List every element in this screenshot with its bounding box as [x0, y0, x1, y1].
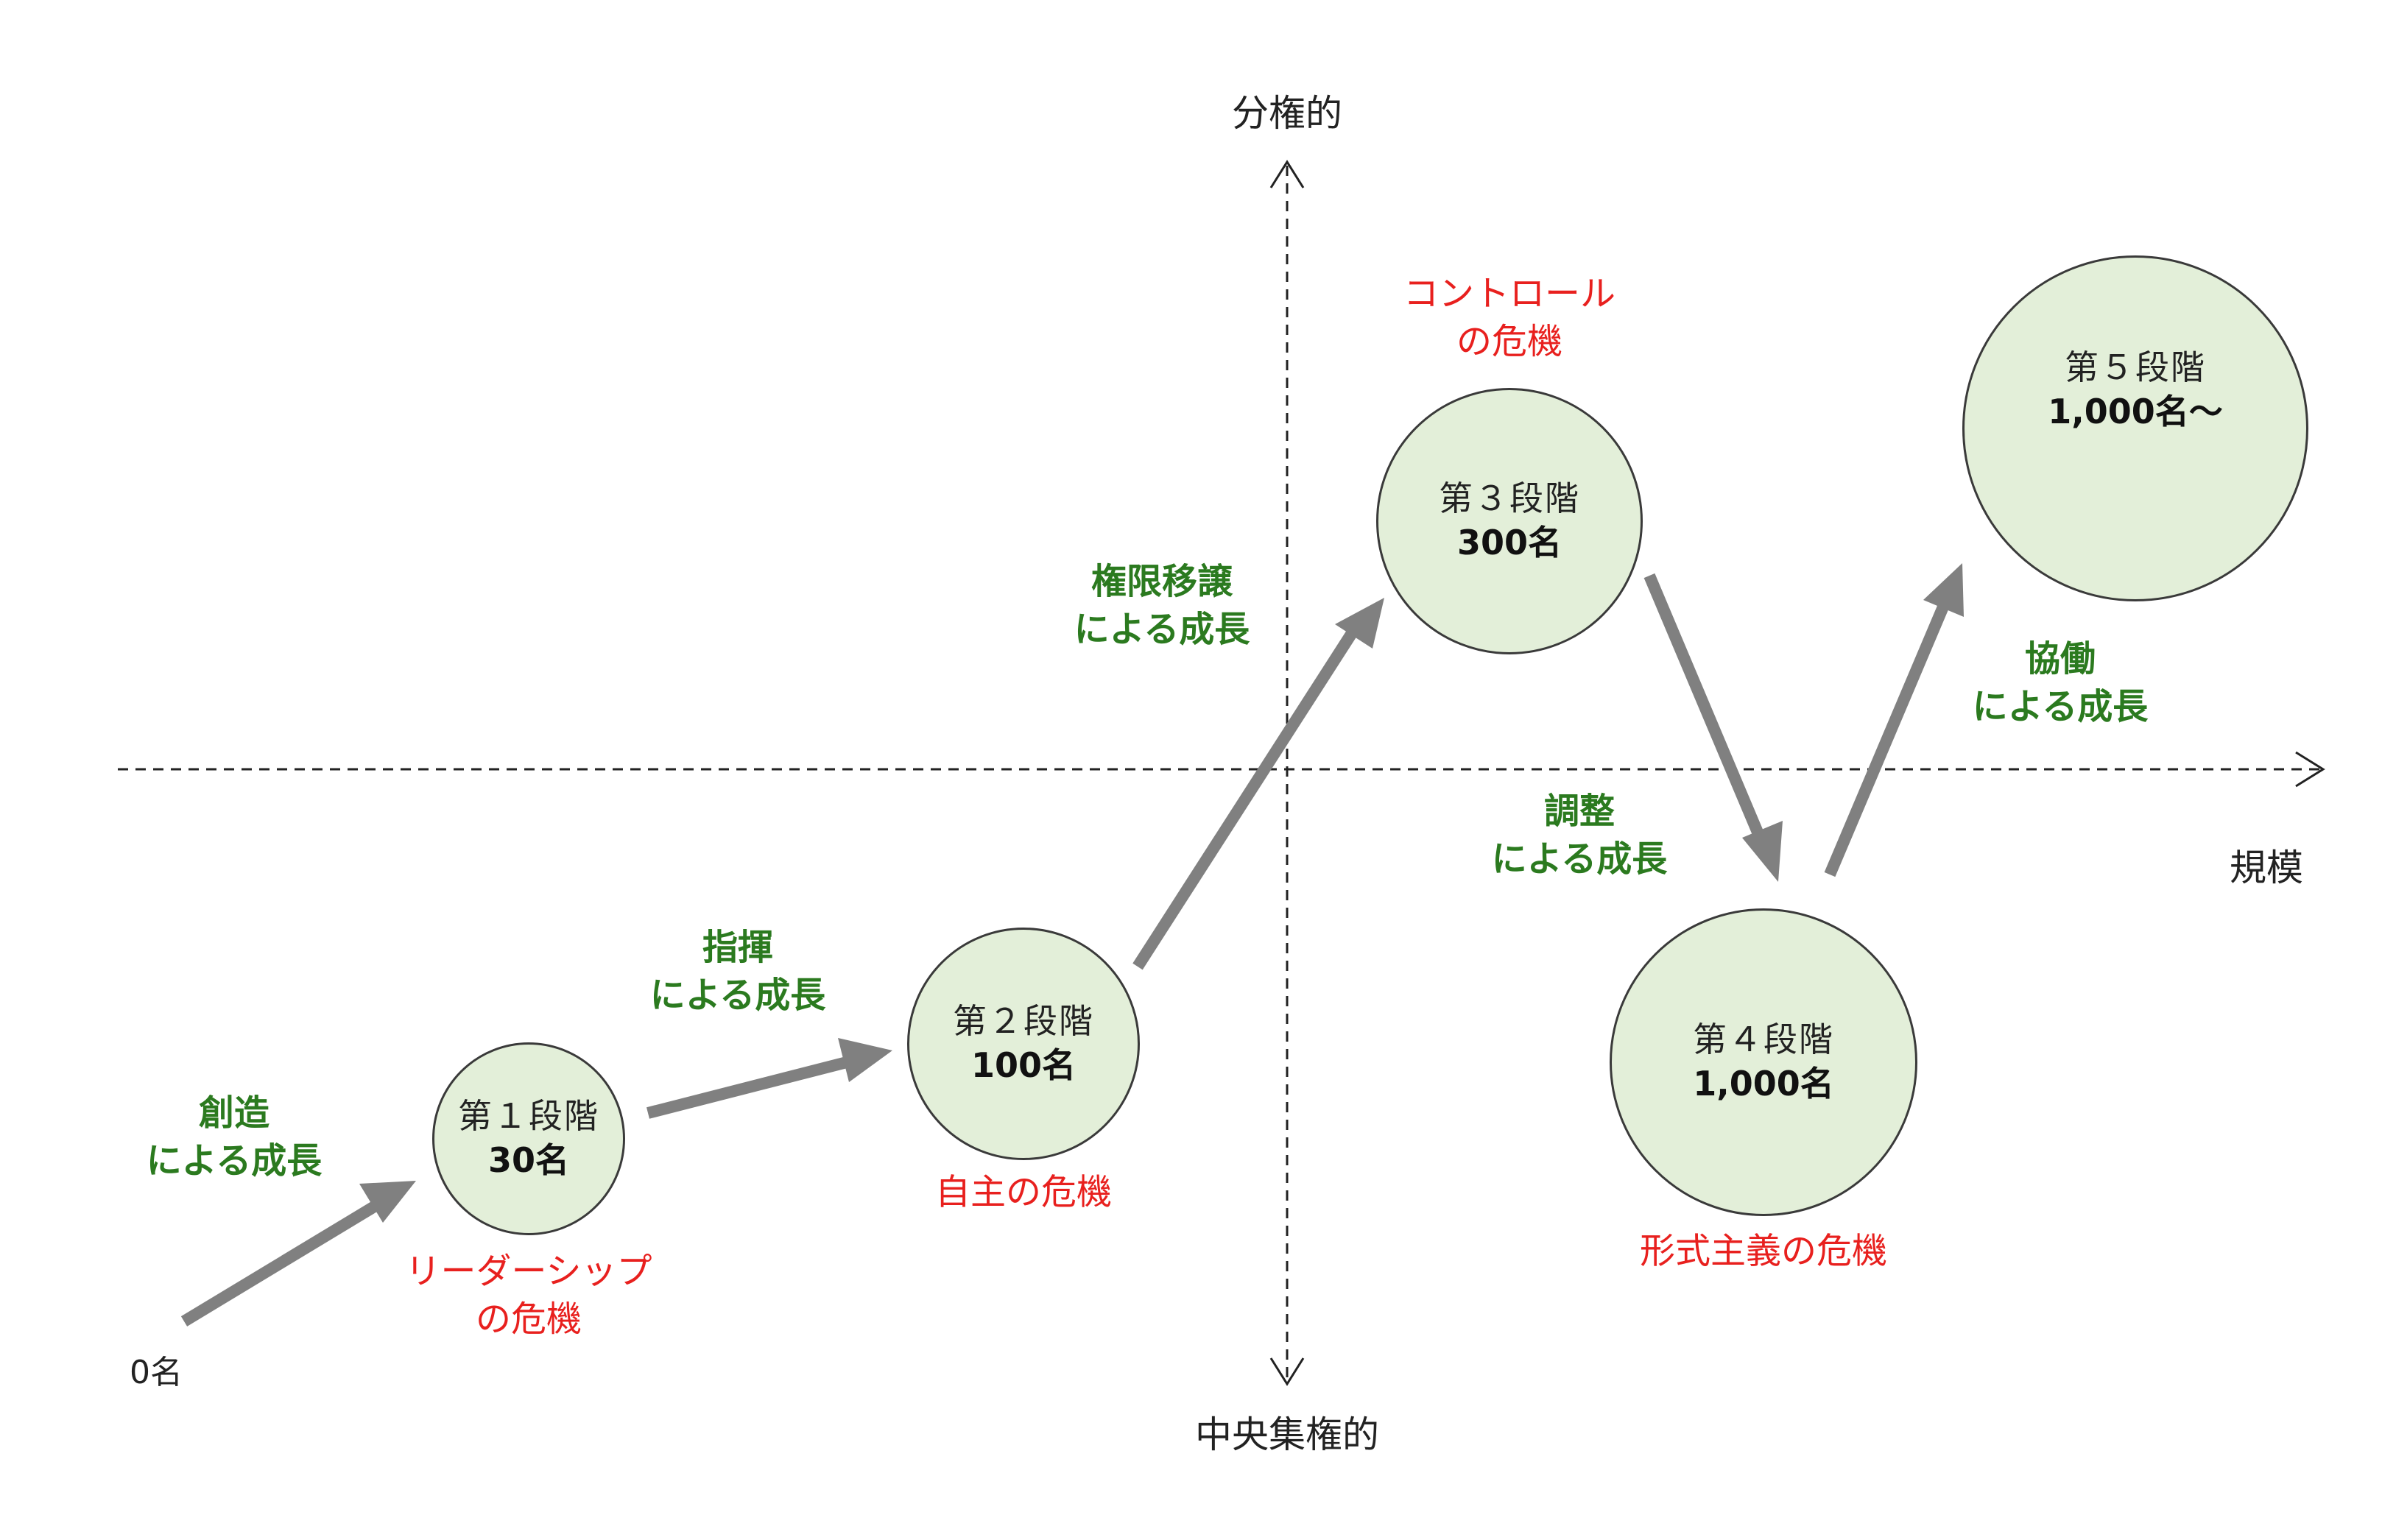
stage-4-circle: 第４段階 1,000名: [1610, 908, 1917, 1216]
growth-arrow-3: [1132, 598, 1384, 970]
horizontal-axis-arrowhead: [2295, 751, 2325, 788]
growth-label-delegation: 権限移譲 による成長: [1074, 561, 1250, 650]
growth-arrow-2: [646, 1038, 892, 1119]
growth-label-collaboration: 協働 による成長: [1972, 638, 2149, 727]
growth-label-creativity: 創造 による成長: [146, 1092, 323, 1182]
stage-3-name: 第３段階: [1439, 478, 1580, 519]
stage-2-name: 第２段階: [953, 1001, 1094, 1042]
stage-1-circle: 第１段階 30名: [432, 1042, 625, 1235]
stage-3-size: 300名: [1456, 523, 1562, 562]
crisis-label-red-tape: 形式主義の危機: [1639, 1230, 1888, 1272]
vertical-axis-arrowhead-bottom: [1269, 1357, 1305, 1386]
growth-arrow-4: [1643, 573, 1783, 882]
stage-1-name: 第１段階: [458, 1096, 599, 1137]
stage-5-name: 第５段階: [2065, 347, 2206, 387]
stage-4-name: 第４段階: [1693, 1020, 1834, 1060]
axis-label-scale: 規模: [2230, 847, 2303, 889]
crisis-label-control: コントロール の危機: [1403, 273, 1616, 362]
stage-4-size: 1,000名: [1693, 1064, 1834, 1103]
growth-label-direction: 指揮 による成長: [649, 927, 826, 1016]
stage-2-size: 100名: [970, 1045, 1077, 1085]
growth-arrow-1: [180, 1181, 416, 1327]
axis-label-decentralized: 分権的: [1232, 92, 1342, 135]
crisis-label-autonomy: 自主の危機: [934, 1171, 1113, 1213]
growth-label-coordination: 調整 による成長: [1491, 791, 1668, 880]
crisis-label-leadership: リーダーシップ の危機: [405, 1251, 652, 1340]
stage-5-circle: 第５段階 1,000名～: [1962, 255, 2308, 601]
origin-label: 0名: [130, 1354, 183, 1391]
stage-1-size: 30名: [487, 1140, 569, 1180]
vertical-axis-arrowhead-top: [1269, 160, 1305, 188]
growth-arrow-5: [1824, 563, 1964, 877]
axis-label-centralized: 中央集権的: [1195, 1413, 1379, 1456]
stage-3-circle: 第３段階 300名: [1376, 388, 1643, 654]
stage-2-circle: 第２段階 100名: [907, 928, 1140, 1160]
stage-5-size: 1,000名～: [2048, 391, 2223, 431]
